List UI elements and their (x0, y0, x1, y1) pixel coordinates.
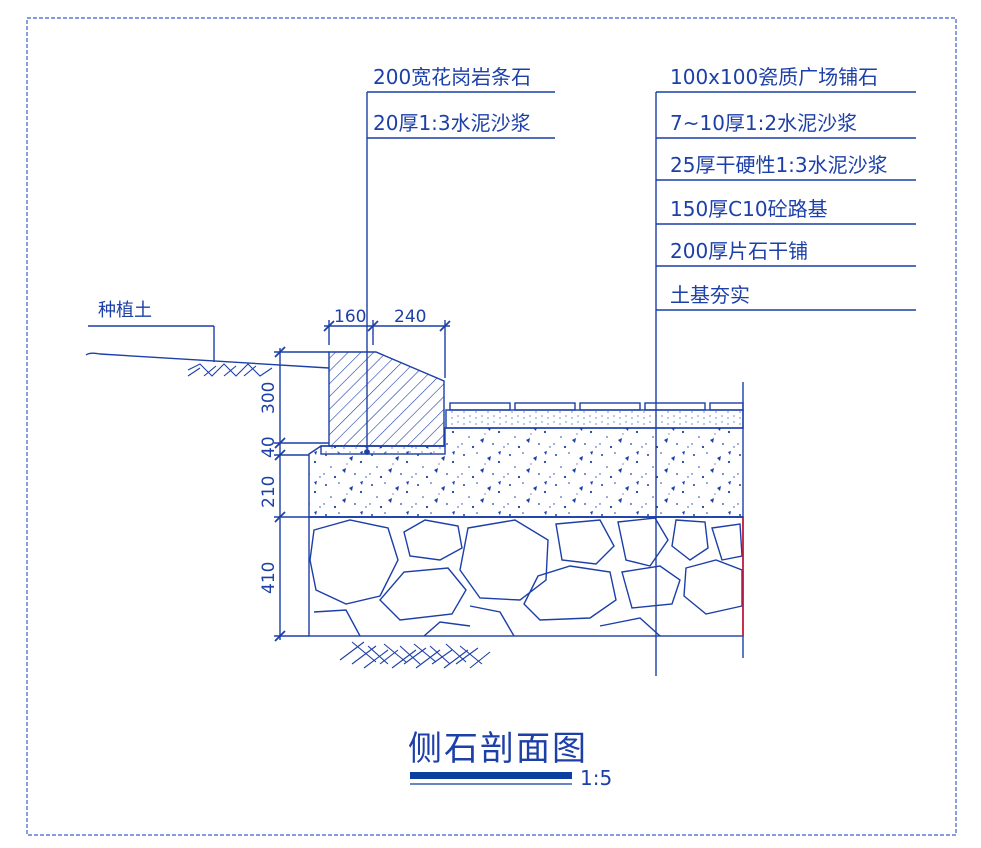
title-bar-thick (410, 772, 572, 779)
rubble-stones (309, 517, 743, 636)
compacted-earth-hatch (309, 635, 491, 669)
planting-soil-label: 种植土 (98, 300, 152, 321)
drawing-title: 侧石剖面图 (408, 729, 588, 769)
granite-curb-stone (328, 351, 445, 447)
planting-soil-surface (85, 352, 330, 369)
dim-h-160: 160 (334, 307, 366, 327)
dim-v-210: 210 (259, 476, 279, 508)
drawing-scale: 1:5 (580, 766, 612, 790)
paving-label-4: 150厚C10砼路基 (670, 197, 828, 221)
dim-v-40: 40 (259, 436, 279, 458)
paving-tiles (445, 402, 744, 429)
paving-label-3: 25厚干硬性1:3水泥沙浆 (670, 153, 888, 177)
curb-layer-labels: 200宽花岗岩条石 20厚1:3水泥沙浆 (373, 65, 531, 135)
paving-label-1: 100x100瓷质广场铺石 (670, 65, 878, 89)
dim-v-410: 410 (259, 562, 279, 594)
soil-hatch (187, 363, 273, 377)
paving-layer-labels: 100x100瓷质广场铺石 7~10厚1:2水泥沙浆 25厚干硬性1:3水泥沙浆… (670, 65, 888, 307)
paving-label-5: 200厚片石干铺 (670, 239, 808, 263)
drawing-frame (26, 17, 957, 836)
section-geometry (85, 91, 916, 676)
dim-h-240: 240 (394, 307, 426, 327)
curb-label-1: 200宽花岗岩条石 (373, 65, 531, 89)
paving-label-2: 7~10厚1:2水泥沙浆 (670, 111, 857, 135)
rubble-stone-layer (308, 516, 744, 637)
paving-label-6: 土基夯实 (670, 283, 750, 307)
dim-v-300: 300 (259, 382, 279, 414)
curb-label-2: 20厚1:3水泥沙浆 (373, 111, 531, 135)
